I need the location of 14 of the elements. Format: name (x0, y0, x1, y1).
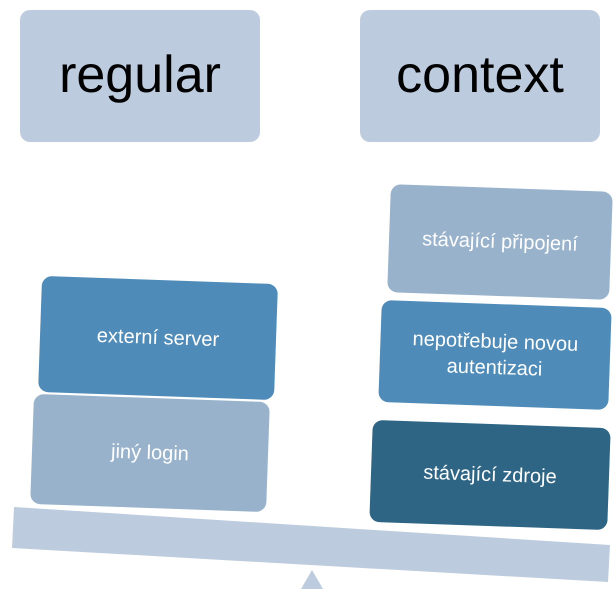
text-box (30, 394, 270, 512)
text-box (387, 184, 613, 300)
box-label: nepotřebuje novou autentizaci (411, 327, 580, 383)
text-box (38, 276, 278, 400)
box-label: stávající zdroje (422, 460, 558, 490)
box-label: context (396, 45, 564, 106)
box-label: regular (59, 45, 221, 106)
text-box (369, 420, 611, 530)
text-box (360, 10, 600, 142)
text-box (378, 300, 612, 410)
box-label: externí server (96, 324, 220, 354)
box-label: stávající připojení (422, 227, 578, 258)
text-box (20, 10, 260, 142)
box-label: jiný login (110, 440, 190, 468)
